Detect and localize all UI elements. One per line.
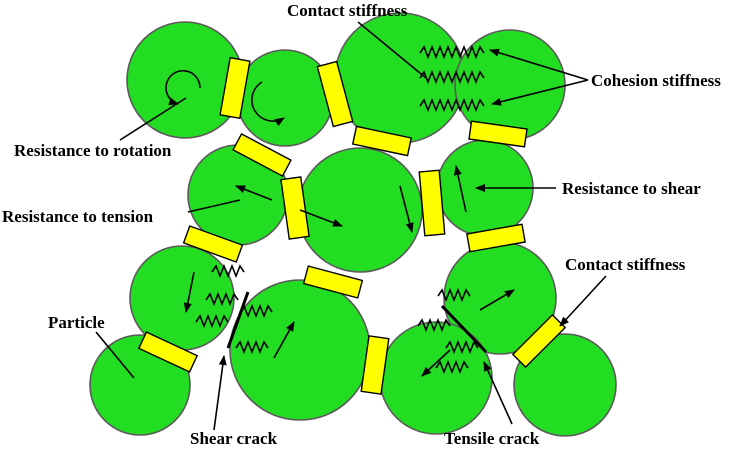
tensile-spring-4 <box>435 359 469 375</box>
label-cohesion-stiffness: Cohesion stiffness <box>591 71 721 90</box>
bond-7-10 <box>466 223 526 253</box>
particle-6 <box>297 147 423 273</box>
rotation-arc-left <box>165 69 201 106</box>
leader-resistance-rotation <box>119 97 187 141</box>
tension-arrow-right <box>299 209 343 227</box>
label-shear-crack: Shear crack <box>190 429 278 448</box>
bond-2-5 <box>232 132 292 178</box>
bond-4-bottom <box>468 120 528 148</box>
tensile-spring-3 <box>445 339 479 355</box>
bond-10-13 <box>511 313 567 369</box>
shear-arrow-up <box>454 165 467 213</box>
particle-13 <box>513 333 617 437</box>
tensile-crack-line <box>440 304 488 354</box>
shear-crack-arrow-up <box>273 321 295 359</box>
label-contact-stiffness-right: Contact stiffness <box>565 255 686 274</box>
label-resistance-shear: Resistance to shear <box>562 179 701 198</box>
tensile-arrow-out-right <box>479 289 515 311</box>
spring-1 <box>419 44 485 60</box>
shear-crack-arrow-down <box>183 271 195 313</box>
shear-arrow-down <box>399 185 414 233</box>
leader-lines <box>95 21 607 431</box>
label-tensile-crack: Tensile crack <box>444 429 540 448</box>
bond-1-2 <box>219 56 251 120</box>
leader-contact-stiffness-top <box>357 21 427 79</box>
shear-spring-2 <box>205 291 239 307</box>
tension-arrow-left <box>235 185 273 201</box>
bond-9-12 <box>360 335 390 395</box>
label-particle: Particle <box>48 313 105 332</box>
label-resistance-tension: Resistance to tension <box>2 207 154 226</box>
cohesion-springs <box>419 44 485 113</box>
labels: Contact stiffness Cohesion stiffness Res… <box>2 1 721 448</box>
leader-cohesion-upper <box>489 48 589 81</box>
bond-6-9 <box>302 265 364 299</box>
rotation-arcs <box>165 69 285 127</box>
leader-shear-crack <box>213 355 227 431</box>
leader-particle <box>95 331 135 379</box>
label-contact-stiffness-top: Contact stiffness <box>287 1 408 20</box>
tensile-arrow-out-left <box>421 349 451 377</box>
shear-crack-line <box>226 291 250 349</box>
leader-cohesion-lower <box>491 79 589 106</box>
label-resistance-rotation: Resistance to rotation <box>14 141 172 160</box>
particles <box>89 12 617 437</box>
leader-tensile-crack <box>483 361 513 425</box>
shear-crack-springs <box>195 263 273 355</box>
rotation-arc-right <box>251 81 285 127</box>
spring-3 <box>419 97 485 113</box>
tensile-crack-springs <box>417 287 488 375</box>
bond-2-3 <box>316 60 354 128</box>
leader-resistance-tension <box>187 199 241 213</box>
bond-6-7 <box>418 169 446 237</box>
shear-spring-3 <box>195 313 229 329</box>
shear-spring-1 <box>211 263 245 279</box>
force-arrows <box>183 165 515 377</box>
tensile-spring-1 <box>437 287 471 303</box>
bond-5-6 <box>280 176 310 240</box>
bond-3-bottom <box>351 125 413 157</box>
spring-2 <box>419 69 485 85</box>
bond-8-11 <box>137 331 199 373</box>
bonds <box>137 56 567 395</box>
tensile-spring-2 <box>417 317 451 333</box>
shear-spring-5 <box>235 339 269 355</box>
leader-contact-stiffness-right <box>559 275 607 327</box>
shear-spring-4 <box>239 303 273 319</box>
bond-5-8 <box>182 225 244 263</box>
